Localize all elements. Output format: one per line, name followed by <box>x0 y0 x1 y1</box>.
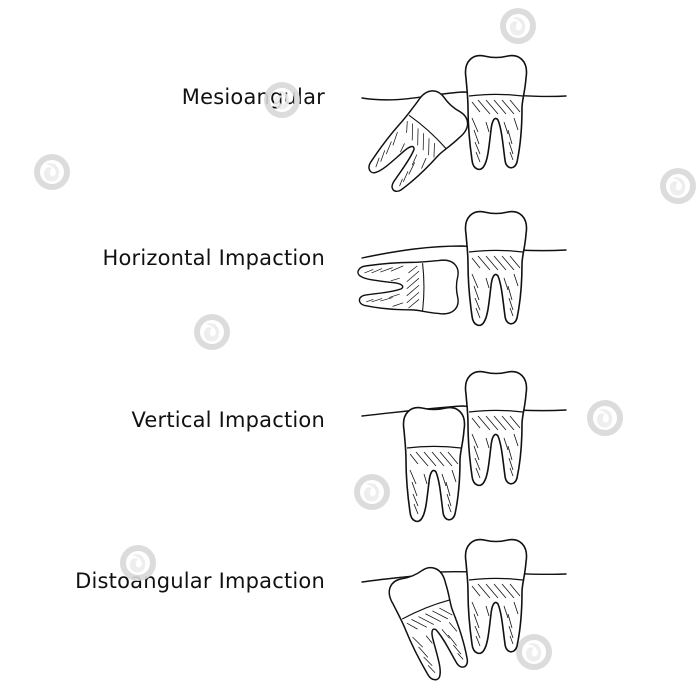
label-vertical-impaction: Vertical Impaction <box>131 408 325 432</box>
erupted-molar-icon <box>464 54 528 171</box>
diagram-distoangular-impaction <box>361 538 567 685</box>
label-horizontal-impaction: Horizontal Impaction <box>102 246 325 270</box>
label-distoangular-impaction: Distoangular Impaction <box>75 569 325 593</box>
impacted-molar-icon <box>402 406 466 523</box>
gum-line <box>361 570 567 583</box>
diagram-vertical-impaction <box>361 370 567 523</box>
gum-line <box>361 91 567 101</box>
impacted-molar-icon <box>360 84 474 202</box>
gum-line <box>361 405 567 417</box>
gum-line <box>361 245 567 259</box>
erupted-molar-icon <box>464 538 528 655</box>
label-mesioangular: Mesioangular <box>181 85 325 109</box>
impacted-molar-icon <box>357 259 459 315</box>
erupted-molar-icon <box>464 370 528 487</box>
diagram-mesioangular <box>360 54 567 202</box>
diagram-horizontal-impaction <box>357 210 567 327</box>
watermark-logo-icon <box>37 11 693 667</box>
impacted-molar-icon <box>384 562 479 685</box>
erupted-molar-icon <box>464 210 528 327</box>
